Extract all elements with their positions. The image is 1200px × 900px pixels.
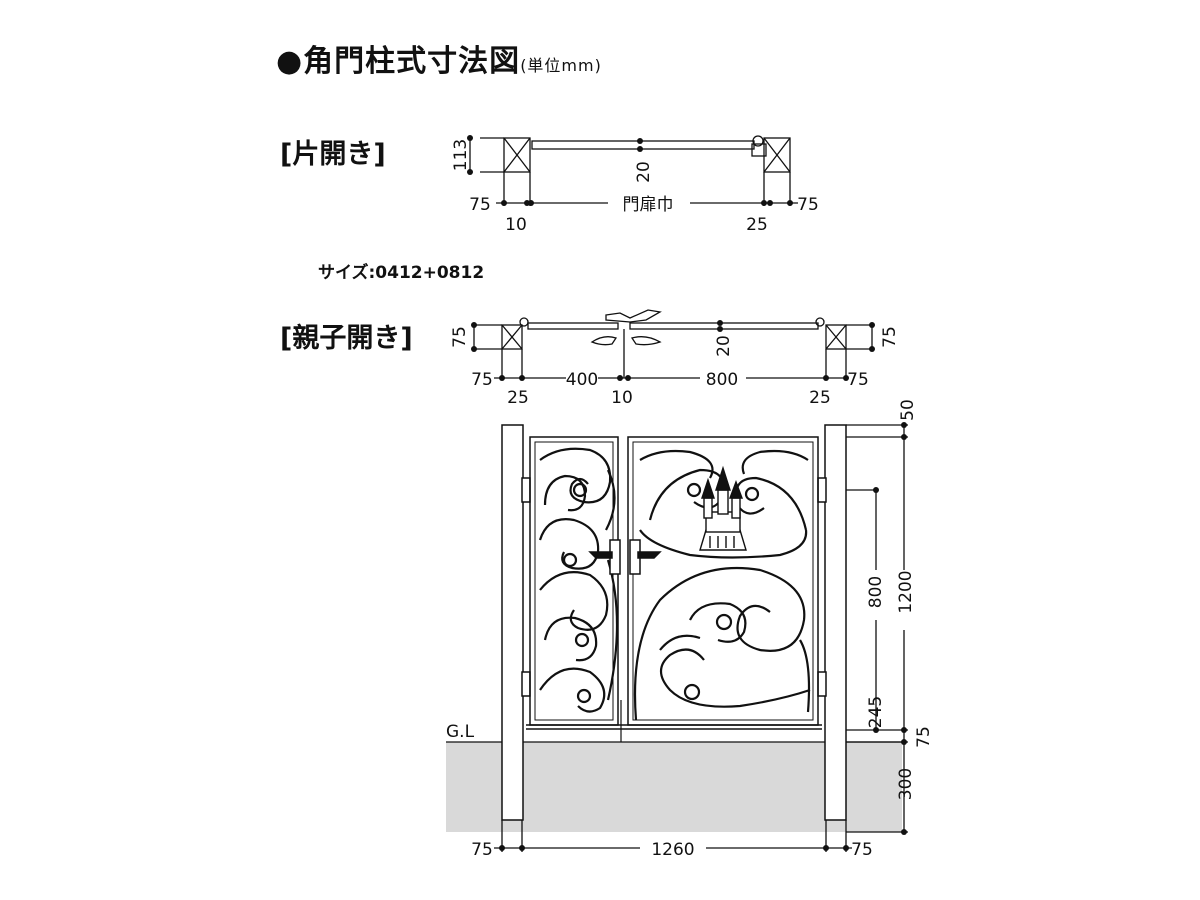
dim-width-label: 門扉巾	[623, 195, 674, 215]
scrollwork-child	[538, 447, 619, 713]
dim-gap-left: 10	[505, 215, 527, 235]
page-title: ●角門柱式寸法図(単位mm)	[276, 36, 602, 80]
dim-rail-2: 20	[714, 335, 734, 357]
dim-post-right-3: 75	[851, 840, 873, 860]
dim-top-margin: 50	[898, 399, 918, 421]
hinge-right-bottom	[817, 671, 827, 697]
title-main: ●角門柱式寸法図	[276, 44, 521, 79]
left-post	[501, 424, 524, 821]
lock-handle-set	[588, 539, 662, 575]
dim-left-post-depth: 75	[450, 326, 470, 348]
dim-gap-left-2: 25	[507, 388, 529, 408]
title-unit: (単位mm)	[520, 56, 602, 75]
right-post	[824, 424, 847, 821]
dim-center-gap: 10	[611, 388, 633, 408]
single-swing-dim-dots	[467, 135, 793, 206]
double-swing-dim-dots	[471, 320, 875, 381]
leaf-plan	[531, 140, 755, 150]
right-post-plan-2	[825, 324, 847, 350]
dim-1200-bg	[894, 570, 914, 630]
elevation-dim-dots	[499, 422, 907, 851]
dim-embed-depth: 300	[896, 768, 916, 800]
dim-post-depth: 113	[451, 139, 471, 171]
dim-post-right-2: 75	[847, 370, 869, 390]
dim-bottom-gap: 75	[914, 726, 934, 748]
dim-gap-right: 25	[746, 215, 768, 235]
dim-handle-height: 245	[866, 696, 886, 728]
left-post-plan-2	[501, 324, 523, 350]
dim-total-height: 1200	[896, 570, 916, 613]
gate-elevation	[501, 424, 847, 821]
dim-opening-width: 1260	[651, 840, 694, 860]
dim-leaf-height: 800	[866, 576, 886, 608]
dim-rail: 20	[634, 161, 654, 183]
child-leaf	[529, 436, 619, 726]
castle-ornament-icon	[699, 465, 747, 551]
dim-child-leaf: 400	[566, 370, 598, 390]
dim-post-left: 75	[469, 195, 491, 215]
size-note: サイズ:0412+0812	[318, 263, 485, 283]
dim-800-bg	[866, 570, 886, 620]
dim-gap-right-2: 25	[809, 388, 831, 408]
dim-right-post-depth: 75	[880, 326, 900, 348]
ground-label: G.L	[446, 722, 475, 742]
hinge-left-bottom	[521, 671, 531, 697]
dim-post-left-2: 75	[471, 370, 493, 390]
left-post-plan	[503, 137, 531, 173]
dim-post-right: 75	[797, 195, 819, 215]
dim-post-left-3: 75	[471, 840, 493, 860]
right-post-plan	[763, 137, 791, 173]
section-single-swing: [片開き]	[280, 139, 386, 170]
double-swing-plan	[473, 309, 874, 380]
section-double-swing: [親子開き]	[280, 323, 413, 354]
hinge-right-top	[817, 477, 827, 503]
hinge-left-top	[521, 477, 531, 503]
dim-parent-leaf: 800	[706, 370, 738, 390]
